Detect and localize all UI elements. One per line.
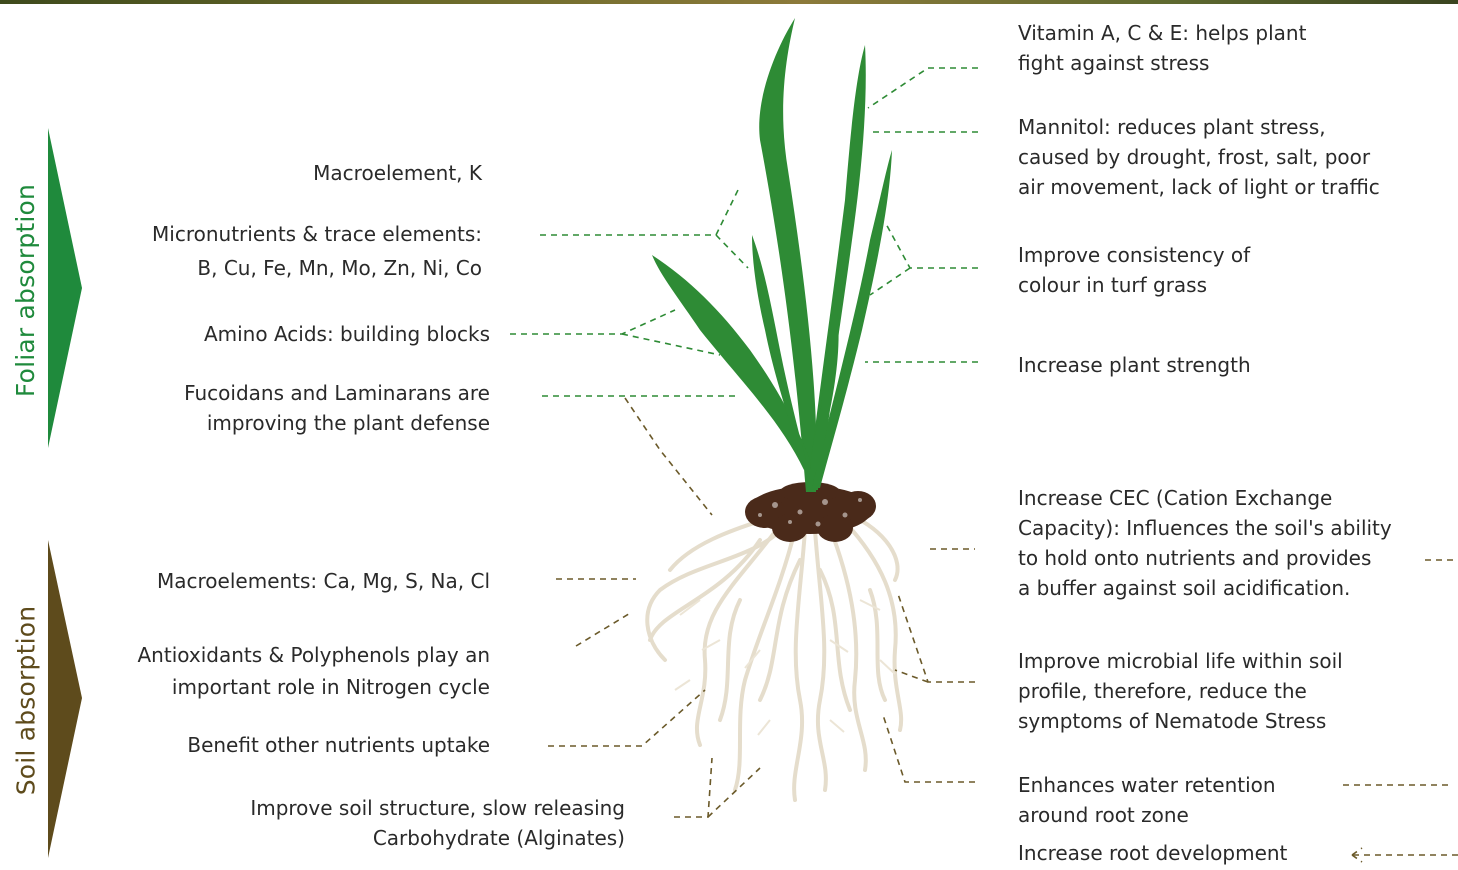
label-line: around root zone [1018,800,1276,830]
label-macroelements-soil: Macroelements: Ca, Mg, S, Na, Cl [157,566,490,596]
label-water: Enhances water retention around root zon… [1018,770,1276,830]
root-system [647,515,901,800]
label-line: profile, therefore, reduce the [1018,676,1343,706]
label-line: air movement, lack of light or traffic [1018,172,1380,202]
label-line: Improve consistency of [1018,240,1250,270]
label-line: Mannitol: reduces plant stress, [1018,112,1380,142]
label-line: Improve microbial life within soil [1018,646,1343,676]
label-line: Micronutrients & trace elements: [152,217,482,251]
label-vitamins: Vitamin A, C & E: helps plant fight agai… [1018,18,1306,78]
label-line: Increase CEC (Cation Exchange [1018,483,1392,513]
grass-plant [652,18,892,492]
label-root-development: Increase root development [1018,838,1287,868]
label-line: important role in Nitrogen cycle [138,671,491,703]
label-line: Improve soil structure, slow releasing [250,793,625,823]
label-line: caused by drought, frost, salt, poor [1018,142,1380,172]
label-line: Antioxidants & Polyphenols play an [138,639,491,671]
label-line: improving the plant defense [184,408,490,438]
label-colour: Improve consistency of colour in turf gr… [1018,240,1250,300]
label-strength: Increase plant strength [1018,350,1251,380]
label-line: Macroelement, K [313,158,482,188]
root-hairs [675,600,895,735]
label-line: Benefit other nutrients uptake [187,730,490,760]
label-soil-structure: Improve soil structure, slow releasing C… [250,793,625,853]
label-antioxidants: Antioxidants & Polyphenols play an impor… [138,639,491,703]
label-line: Fucoidans and Laminarans are [184,378,490,408]
label-line: to hold onto nutrients and provides [1018,543,1392,573]
label-benefit-uptake: Benefit other nutrients uptake [187,730,490,760]
label-amino-acids: Amino Acids: building blocks [204,319,490,349]
label-mannitol: Mannitol: reduces plant stress, caused b… [1018,112,1380,202]
label-fucoidans: Fucoidans and Laminarans are improving t… [184,378,490,438]
soil-connectors [548,398,1458,862]
label-line: fight against stress [1018,48,1306,78]
label-line: Capacity): Influences the soil's ability [1018,513,1392,543]
label-line: Increase root development [1018,838,1287,868]
label-line: symptoms of Nematode Stress [1018,706,1343,736]
label-line: Increase plant strength [1018,350,1251,380]
label-line: Carbohydrate (Alginates) [250,823,625,853]
label-line: Amino Acids: building blocks [204,319,490,349]
label-macroelement-k: Macroelement, K [313,158,482,188]
label-line: Enhances water retention [1018,770,1276,800]
label-line: B, Cu, Fe, Mn, Mo, Zn, Ni, Co [152,251,482,285]
label-line: Vitamin A, C & E: helps plant [1018,18,1306,48]
label-microbial: Improve microbial life within soil profi… [1018,646,1343,736]
label-line: a buffer against soil acidification. [1018,573,1392,603]
label-line: colour in turf grass [1018,270,1250,300]
label-line: Macroelements: Ca, Mg, S, Na, Cl [157,566,490,596]
label-micronutrients: Micronutrients & trace elements: B, Cu, … [152,217,482,285]
label-cec: Increase CEC (Cation Exchange Capacity):… [1018,483,1392,603]
